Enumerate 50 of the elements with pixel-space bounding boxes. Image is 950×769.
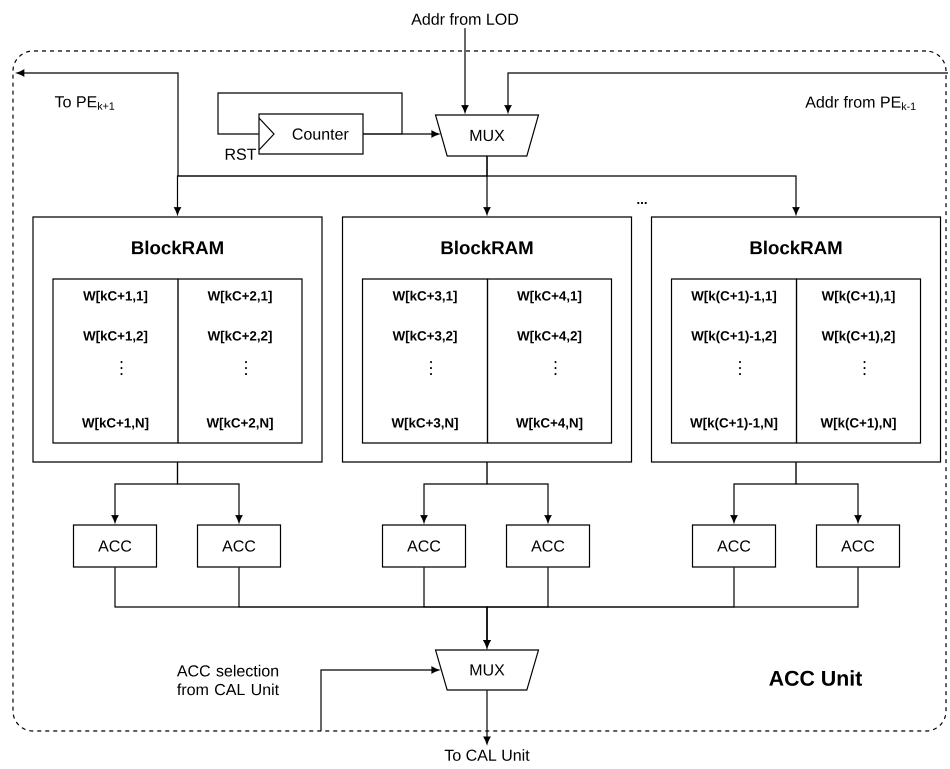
accumulator-box: ACC bbox=[506, 524, 590, 568]
weight-label: W[kC+1,2] bbox=[83, 330, 148, 344]
arrow bbox=[176, 462, 242, 523]
weight-label: W[kC+3,2] bbox=[392, 330, 457, 344]
memory-column bbox=[670, 278, 798, 444]
weight-label: W[k(C+1)-1,N] bbox=[690, 418, 778, 430]
weight-label: W[kC+4,1] bbox=[517, 290, 582, 304]
weight-label: W[kC+1,N] bbox=[82, 418, 148, 430]
weight-label: W[kC+2,N] bbox=[206, 418, 273, 430]
memory-column bbox=[362, 278, 488, 444]
arrow bbox=[795, 462, 862, 523]
pin-label: RST bbox=[226, 148, 256, 160]
weight-label: W[k(C+1),1] bbox=[822, 290, 895, 304]
weight-label: W[kC+3,1] bbox=[392, 290, 457, 304]
memory-column bbox=[486, 278, 612, 444]
weight-label: W[k(C+1)-1,1] bbox=[691, 290, 776, 304]
memory-column bbox=[796, 278, 922, 444]
arrow bbox=[486, 462, 552, 523]
weight-label: W[kC+2,1] bbox=[208, 290, 272, 304]
counter-box: Counter bbox=[258, 113, 364, 155]
signal-label: ACC selection from CAL Unit bbox=[176, 664, 279, 696]
connector bbox=[217, 92, 403, 135]
ellipsis-label: ... bbox=[637, 202, 647, 204]
accumulator-box: ACC bbox=[816, 524, 900, 568]
arrow bbox=[320, 666, 440, 731]
signal-label: Addr from LOD bbox=[411, 13, 518, 25]
arrow bbox=[484, 568, 859, 648]
arrow bbox=[484, 690, 490, 744]
weight-label: W[kC+4,N] bbox=[516, 418, 582, 430]
multiplexer-trapezoid: MUX bbox=[434, 649, 540, 691]
weight-label: W[k(C+1),N] bbox=[820, 418, 896, 430]
signal-label: To CAL Unit bbox=[444, 749, 530, 761]
arrow bbox=[462, 28, 468, 113]
accumulator-box: ACC bbox=[196, 524, 282, 568]
arrow bbox=[16, 70, 488, 177]
signal-label: To PE$_{k+1}$ bbox=[54, 96, 114, 110]
weight-label: W[k(C+1),2] bbox=[822, 330, 895, 344]
memory-column bbox=[52, 278, 179, 444]
memory-column bbox=[177, 278, 303, 444]
multiplexer-trapezoid: MUX bbox=[434, 114, 540, 157]
arrow bbox=[504, 72, 948, 113]
weight-label: W[kC+2,2] bbox=[208, 330, 272, 344]
weight-label: W[k(C+1)-1,2] bbox=[691, 330, 776, 344]
signal-label: Addr from PE$_{k-1}$ bbox=[805, 96, 916, 110]
weight-label: W[kC+1,1] bbox=[83, 290, 148, 304]
accumulator-box: ACC bbox=[692, 524, 776, 568]
accumulator-box: ACC bbox=[382, 524, 466, 568]
accumulator-box: ACC bbox=[72, 524, 158, 568]
weight-label: W[kC+3,N] bbox=[392, 418, 458, 430]
weight-label: W[kC+4,2] bbox=[517, 330, 582, 344]
